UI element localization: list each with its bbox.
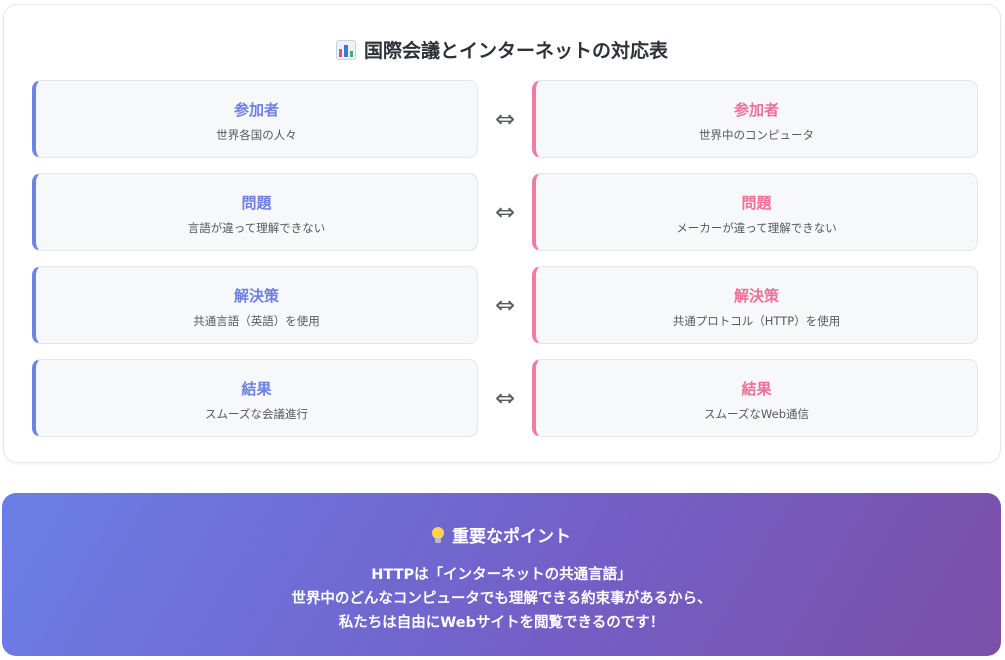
comparison-title-text: 国際会議とインターネットの対応表 — [363, 40, 668, 62]
key-point-line: 私たちは自由にWebサイトを閲覧できるのです！ — [338, 615, 665, 631]
box-heading: 結果 — [741, 380, 772, 398]
comparison-row: 参加者 世界各国の人々 ⇔ 参加者 世界中のコンピュータ — [32, 80, 978, 158]
key-point-card: 重要なポイント HTTPは「インターネットの共通言語」 世界中のどんなコンピュー… — [2, 493, 1001, 656]
box-heading: 参加者 — [233, 101, 279, 119]
comparison-row: 問題 言語が違って理解できない ⇔ 問題 メーカーが違って理解できない — [32, 173, 978, 251]
bar-chart-icon — [335, 39, 356, 60]
key-point-line: HTTPは「インターネットの共通言語」 — [371, 567, 632, 583]
box-heading: 問題 — [741, 194, 772, 212]
box-description: スムーズなWeb通信 — [704, 407, 809, 421]
bidirectional-arrow-icon: ⇔ — [494, 198, 516, 226]
conference-box: 参加者 世界各国の人々 — [32, 80, 478, 158]
box-description: 世界各国の人々 — [216, 128, 297, 142]
comparison-title: 国際会議とインターネットの対応表 — [4, 36, 1000, 63]
box-description: 共通言語（英語）を使用 — [193, 314, 320, 328]
conference-box: 問題 言語が違って理解できない — [32, 173, 478, 251]
key-point-line: 世界中のどんなコンピュータでも理解できる約束事があるから、 — [291, 591, 712, 607]
box-description: 言語が違って理解できない — [187, 221, 326, 235]
bidirectional-arrow-icon: ⇔ — [494, 291, 516, 319]
key-point-title-text: 重要なポイント — [452, 527, 571, 547]
internet-box: 参加者 世界中のコンピュータ — [532, 80, 978, 158]
box-heading: 解決策 — [233, 287, 279, 305]
conference-box: 結果 スムーズな会議進行 — [32, 359, 478, 437]
conference-box: 解決策 共通言語（英語）を使用 — [32, 266, 478, 344]
box-heading: 結果 — [241, 380, 272, 398]
box-description: スムーズな会議進行 — [205, 407, 308, 421]
bidirectional-arrow-icon: ⇔ — [494, 105, 516, 133]
key-point-title: 重要なポイント — [2, 522, 1001, 547]
bidirectional-arrow-icon: ⇔ — [494, 384, 516, 412]
box-description: 世界中のコンピュータ — [699, 128, 814, 142]
comparison-row: 結果 スムーズな会議進行 ⇔ 結果 スムーズなWeb通信 — [32, 359, 978, 437]
box-description: 共通プロトコル（HTTP）を使用 — [672, 314, 841, 328]
internet-box: 問題 メーカーが違って理解できない — [532, 173, 978, 251]
box-heading: 解決策 — [733, 287, 779, 305]
lightbulb-icon — [432, 526, 444, 543]
comparison-row: 解決策 共通言語（英語）を使用 ⇔ 解決策 共通プロトコル（HTTP）を使用 — [32, 266, 978, 344]
internet-box: 解決策 共通プロトコル（HTTP）を使用 — [532, 266, 978, 344]
comparison-card: 国際会議とインターネットの対応表 参加者 世界各国の人々 ⇔ 参加者 世界中のコ… — [3, 4, 1001, 463]
box-heading: 参加者 — [733, 101, 779, 119]
internet-box: 結果 スムーズなWeb通信 — [532, 359, 978, 437]
box-description: メーカーが違って理解できない — [676, 221, 837, 235]
box-heading: 問題 — [241, 194, 272, 212]
